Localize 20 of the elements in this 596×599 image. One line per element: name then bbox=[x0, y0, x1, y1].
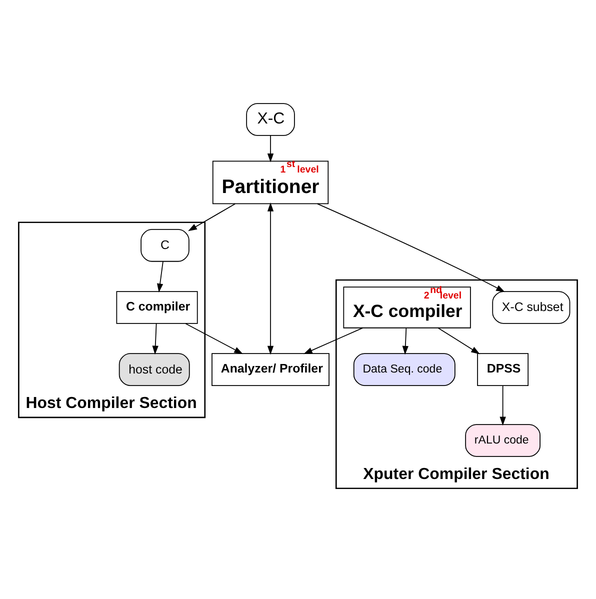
node-box: Analyzer/ Profiler bbox=[212, 353, 330, 386]
arrow bbox=[402, 328, 408, 355]
arrow bbox=[500, 385, 506, 426]
node-box: C compiler bbox=[116, 291, 198, 324]
arrow bbox=[303, 328, 364, 354]
node-box: X-C subset bbox=[492, 291, 570, 324]
node-box: C bbox=[140, 229, 190, 262]
node-box: X-C bbox=[246, 103, 295, 136]
node-box: DPSS bbox=[477, 353, 529, 386]
node-box: host code bbox=[118, 353, 190, 386]
arrow bbox=[152, 323, 158, 355]
arrow bbox=[438, 328, 480, 354]
arrow bbox=[267, 202, 274, 355]
node-box: Data Seq. code bbox=[353, 353, 456, 386]
arrow bbox=[156, 261, 164, 292]
arrow bbox=[188, 203, 236, 232]
arrow bbox=[185, 323, 244, 354]
arrow bbox=[316, 203, 505, 292]
node-box: rALU code bbox=[465, 424, 540, 457]
arrow bbox=[267, 135, 274, 162]
